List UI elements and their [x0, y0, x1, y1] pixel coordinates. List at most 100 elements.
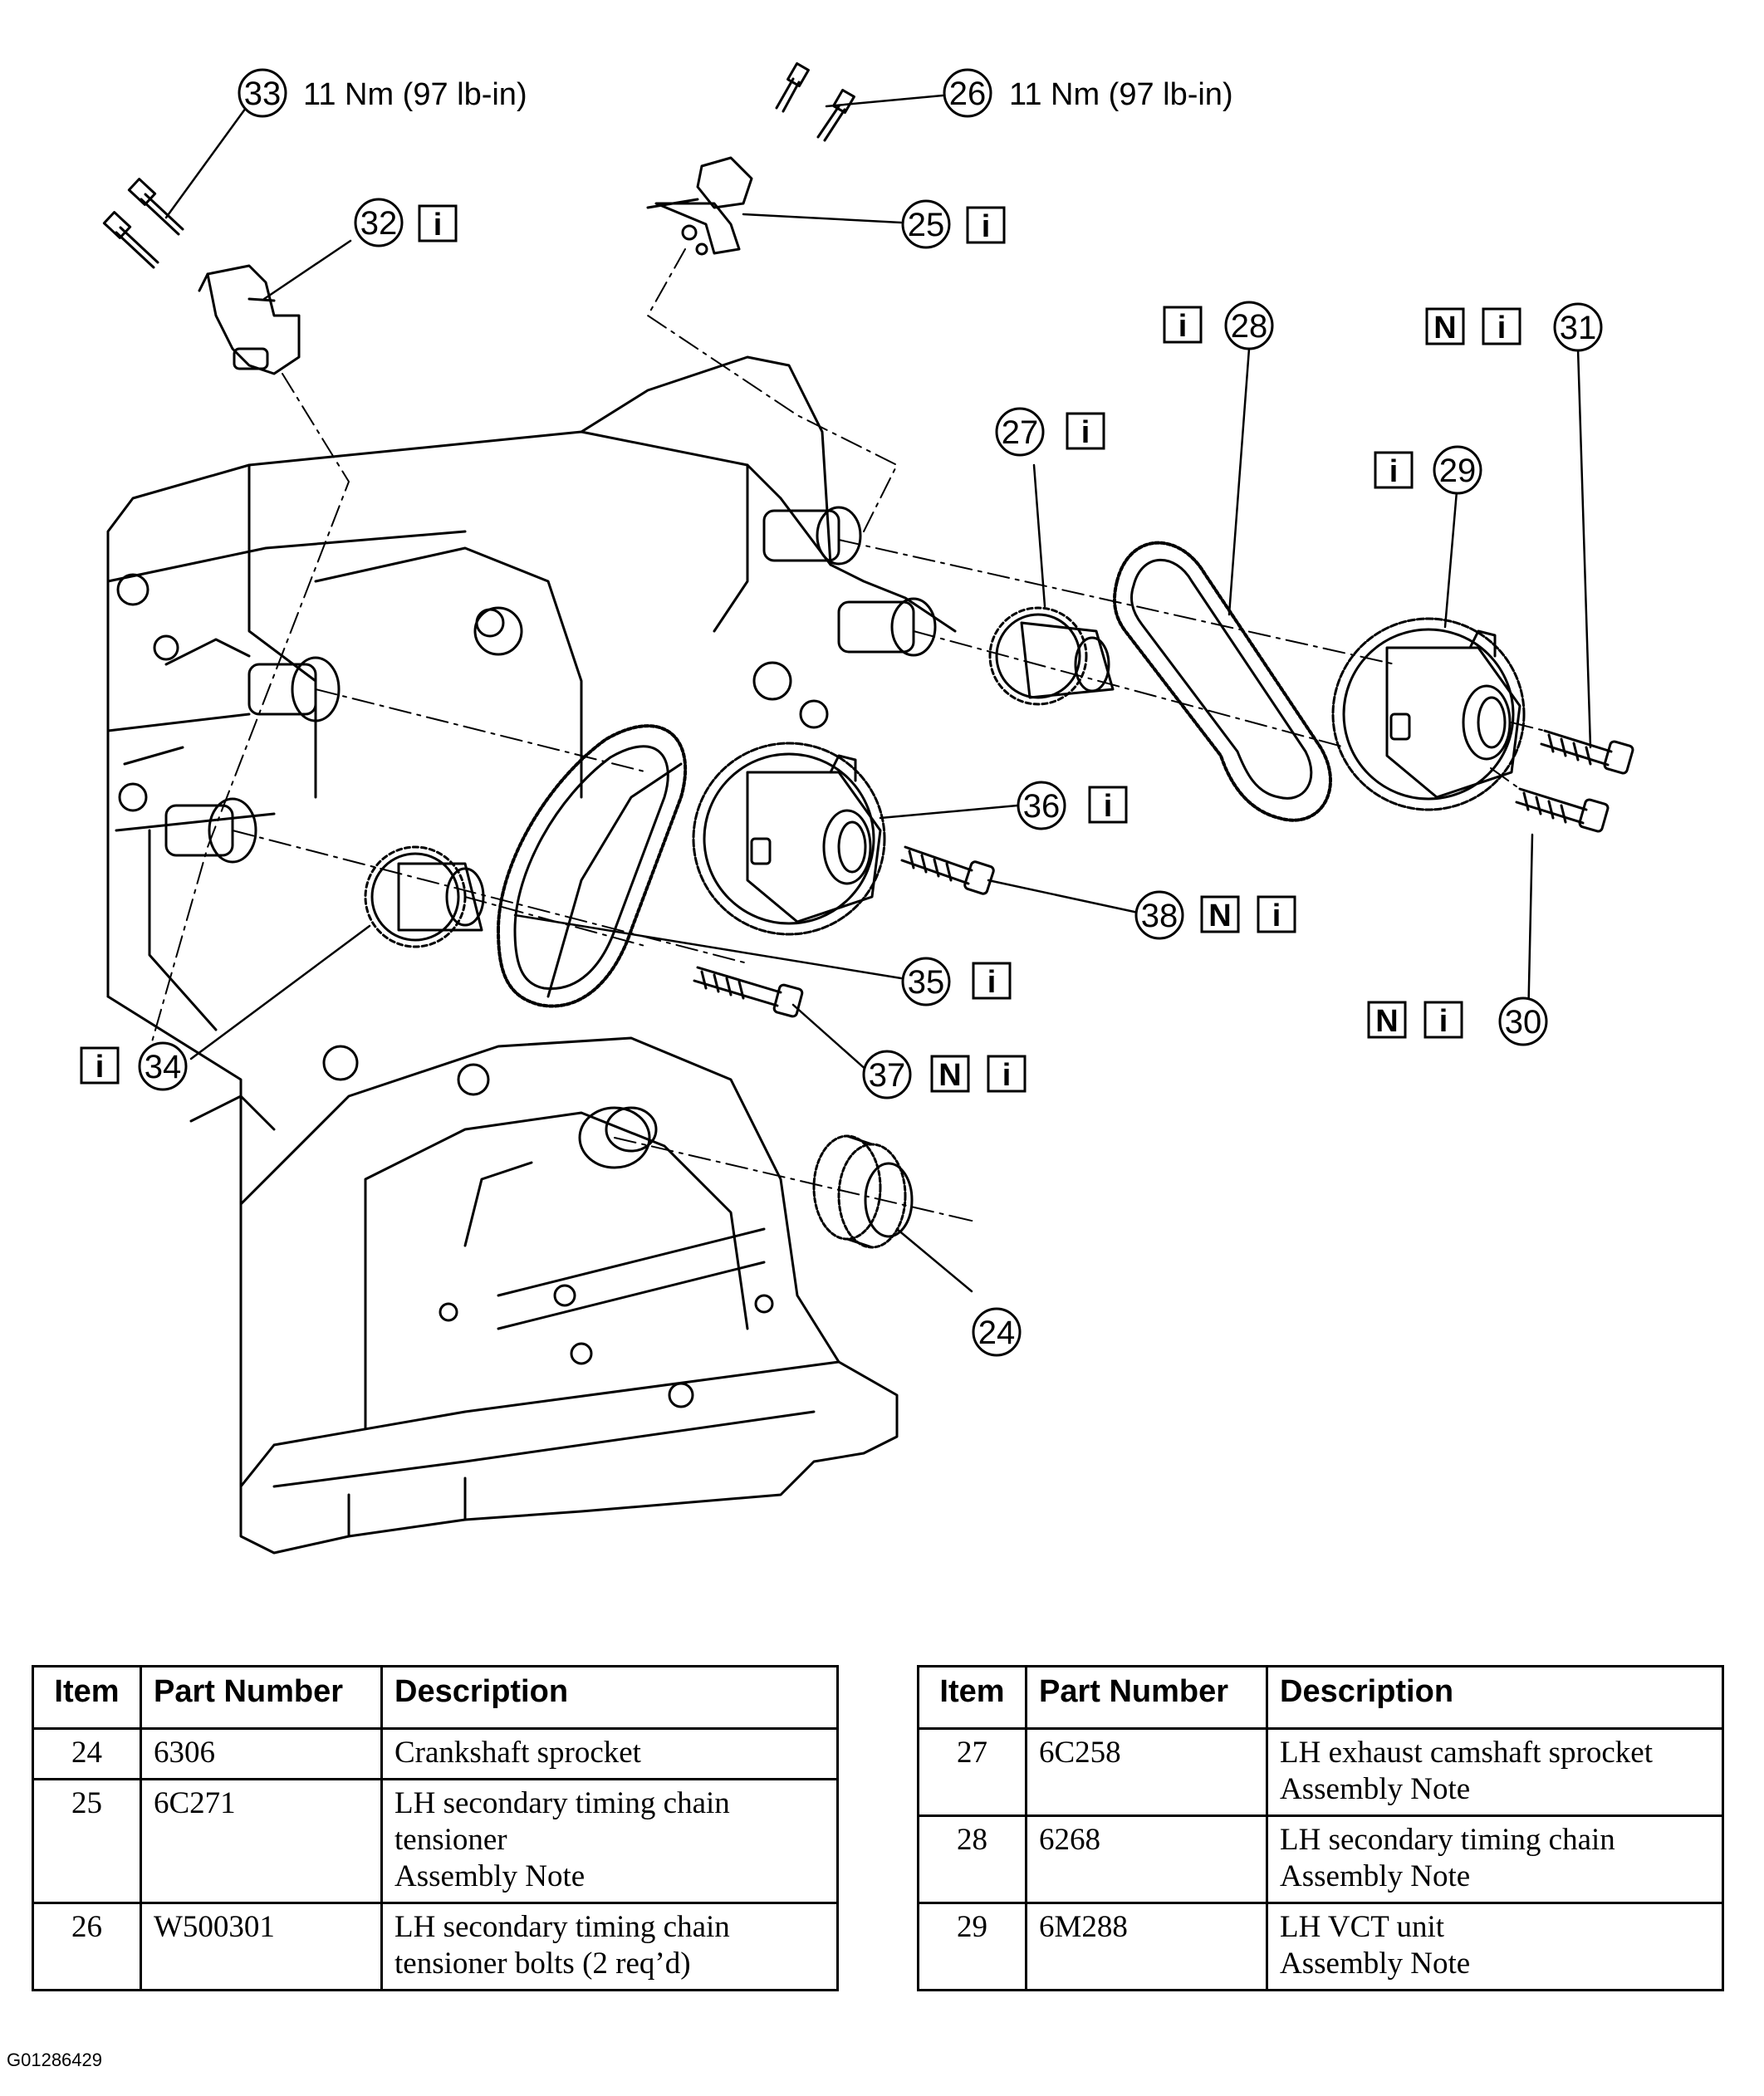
table-row: 24 6306 Crankshaft sprocket [32, 1727, 839, 1780]
timing-chain-28-drawing [1113, 541, 1332, 822]
callout-number: 36 [1023, 788, 1061, 825]
callout-36: 36 i [1017, 781, 1128, 830]
svg-text:i: i [1178, 309, 1188, 344]
callout-number: 24 [978, 1315, 1016, 1351]
assembly-note-link[interactable]: Assembly Note [1280, 1947, 1471, 1981]
callout-number: 37 [869, 1057, 906, 1094]
callout-29: i 29 [1374, 445, 1482, 495]
parts-table-left: Item Part Number Description 24 6306 Cra… [32, 1665, 839, 1991]
info-badge: i [80, 1046, 120, 1085]
part-number-cell: 6268 [1025, 1814, 1268, 1904]
svg-text:i: i [1002, 1058, 1012, 1093]
svg-text:i: i [1439, 1004, 1448, 1039]
callout-33: 33 11 Nm (97 lb-in) [238, 68, 527, 118]
svg-text:i: i [982, 209, 991, 244]
item-cell: 29 [917, 1902, 1027, 1991]
svg-text:N: N [1433, 311, 1456, 345]
description-cell: LH exhaust camshaft sprocket Assembly No… [1266, 1727, 1724, 1817]
tensioner-32-drawing [198, 264, 301, 375]
callout-number: 33 [244, 76, 282, 112]
info-badge: i [1066, 412, 1105, 450]
svg-text:N: N [1208, 899, 1231, 933]
svg-text:i: i [987, 965, 997, 1000]
callout-28: i 28 [1163, 301, 1274, 350]
description-line: LH secondary timing chain [1280, 1823, 1615, 1857]
item-cell: 28 [917, 1814, 1027, 1904]
bolt-38-drawing [900, 845, 995, 895]
crank-sprocket-24-drawing [812, 1134, 914, 1249]
description-line: LH exhaust camshaft sprocket [1280, 1736, 1653, 1770]
new-part-badge: N [1425, 307, 1465, 345]
description-line: LH secondary timing chain [394, 1786, 730, 1820]
callout-number: 28 [1231, 308, 1268, 345]
callout-number: 31 [1560, 310, 1597, 346]
engine-block-drawing [106, 355, 957, 1555]
description-cell: LH secondary timing chain tensioner Asse… [380, 1778, 839, 1904]
column-header-part-number: Part Number [140, 1665, 383, 1730]
callout-35: 35 i [901, 957, 1012, 1006]
assembly-note-link[interactable]: Assembly Note [1280, 1772, 1471, 1806]
info-badge: i [1423, 1001, 1463, 1039]
description-line: LH VCT unit [1280, 1910, 1445, 1944]
callout-25: 25 i [901, 199, 1006, 249]
description-line: tensioner bolts (2 req’d) [394, 1947, 691, 1981]
table-row: 27 6C258 LH exhaust camshaft sprocket As… [917, 1727, 1724, 1817]
svg-text:i: i [1389, 454, 1399, 489]
callout-number: 34 [145, 1049, 182, 1085]
callout-32: 32 i [354, 198, 458, 247]
callout-number: 27 [1002, 414, 1039, 451]
callout-number: 25 [908, 207, 945, 243]
alignment-centerlines [140, 248, 1546, 1222]
callout-number: 29 [1439, 453, 1477, 489]
table-row: 29 6M288 LH VCT unit Assembly Note [917, 1902, 1724, 1991]
callout-24: 24 [972, 1307, 1022, 1357]
callout-number: 30 [1505, 1004, 1542, 1041]
description-line: tensioner [394, 1823, 507, 1857]
sprocket-27-drawing [988, 606, 1115, 706]
item-cell: 26 [32, 1902, 142, 1991]
info-badge: i [987, 1055, 1027, 1093]
callout-31: N i 31 [1425, 302, 1603, 352]
bolt-31-drawing [1540, 729, 1634, 775]
svg-text:i: i [96, 1050, 105, 1085]
description-cell: LH secondary timing chain Assembly Note [1266, 1814, 1724, 1904]
item-cell: 24 [32, 1727, 142, 1780]
assembly-note-link[interactable]: Assembly Note [394, 1859, 586, 1893]
svg-text:i: i [1497, 311, 1507, 345]
description-cell: LH VCT unit Assembly Note [1266, 1902, 1724, 1991]
part-number-cell: 6M288 [1025, 1902, 1268, 1991]
new-part-badge: N [1200, 895, 1240, 933]
table-header-row: Item Part Number Description [917, 1665, 1724, 1730]
bolt-30-drawing [1515, 787, 1610, 833]
info-badge: i [972, 962, 1012, 1000]
part-number-cell: W500301 [140, 1902, 383, 1991]
callout-30: N i 30 [1367, 997, 1548, 1046]
column-header-description: Description [1266, 1665, 1724, 1730]
info-badge: i [1257, 895, 1296, 933]
callout-number: 26 [949, 76, 987, 112]
assembly-note-link[interactable]: Assembly Note [1280, 1859, 1471, 1893]
bolts-33-drawing [102, 178, 184, 269]
svg-text:i: i [434, 208, 443, 242]
svg-text:i: i [1272, 899, 1281, 933]
svg-text:N: N [1375, 1004, 1398, 1039]
svg-text:i: i [1104, 789, 1113, 824]
table-row: 25 6C271 LH secondary timing chain tensi… [32, 1778, 839, 1904]
bolts-26-drawing [775, 61, 855, 142]
description-line: Crankshaft sprocket [394, 1736, 641, 1770]
callout-38: 38 N i [1134, 890, 1296, 940]
callout-37: 37 N i [862, 1050, 1027, 1099]
info-badge: i [1163, 306, 1203, 344]
svg-text:N: N [938, 1058, 961, 1093]
part-number-cell: 6C258 [1025, 1727, 1268, 1817]
part-number-cell: 6306 [140, 1727, 383, 1780]
description-cell: LH secondary timing chain tensioner bolt… [380, 1902, 839, 1991]
part-number-cell: 6C271 [140, 1778, 383, 1904]
timing-chain-lh-drawing [497, 724, 688, 1008]
description-line: LH secondary timing chain [394, 1910, 730, 1944]
callout-27: 27 i [995, 407, 1105, 457]
callout-number: 38 [1141, 898, 1178, 934]
info-badge: i [1088, 786, 1128, 824]
vct-unit-36-drawing [692, 742, 886, 936]
table-header-row: Item Part Number Description [32, 1665, 839, 1730]
